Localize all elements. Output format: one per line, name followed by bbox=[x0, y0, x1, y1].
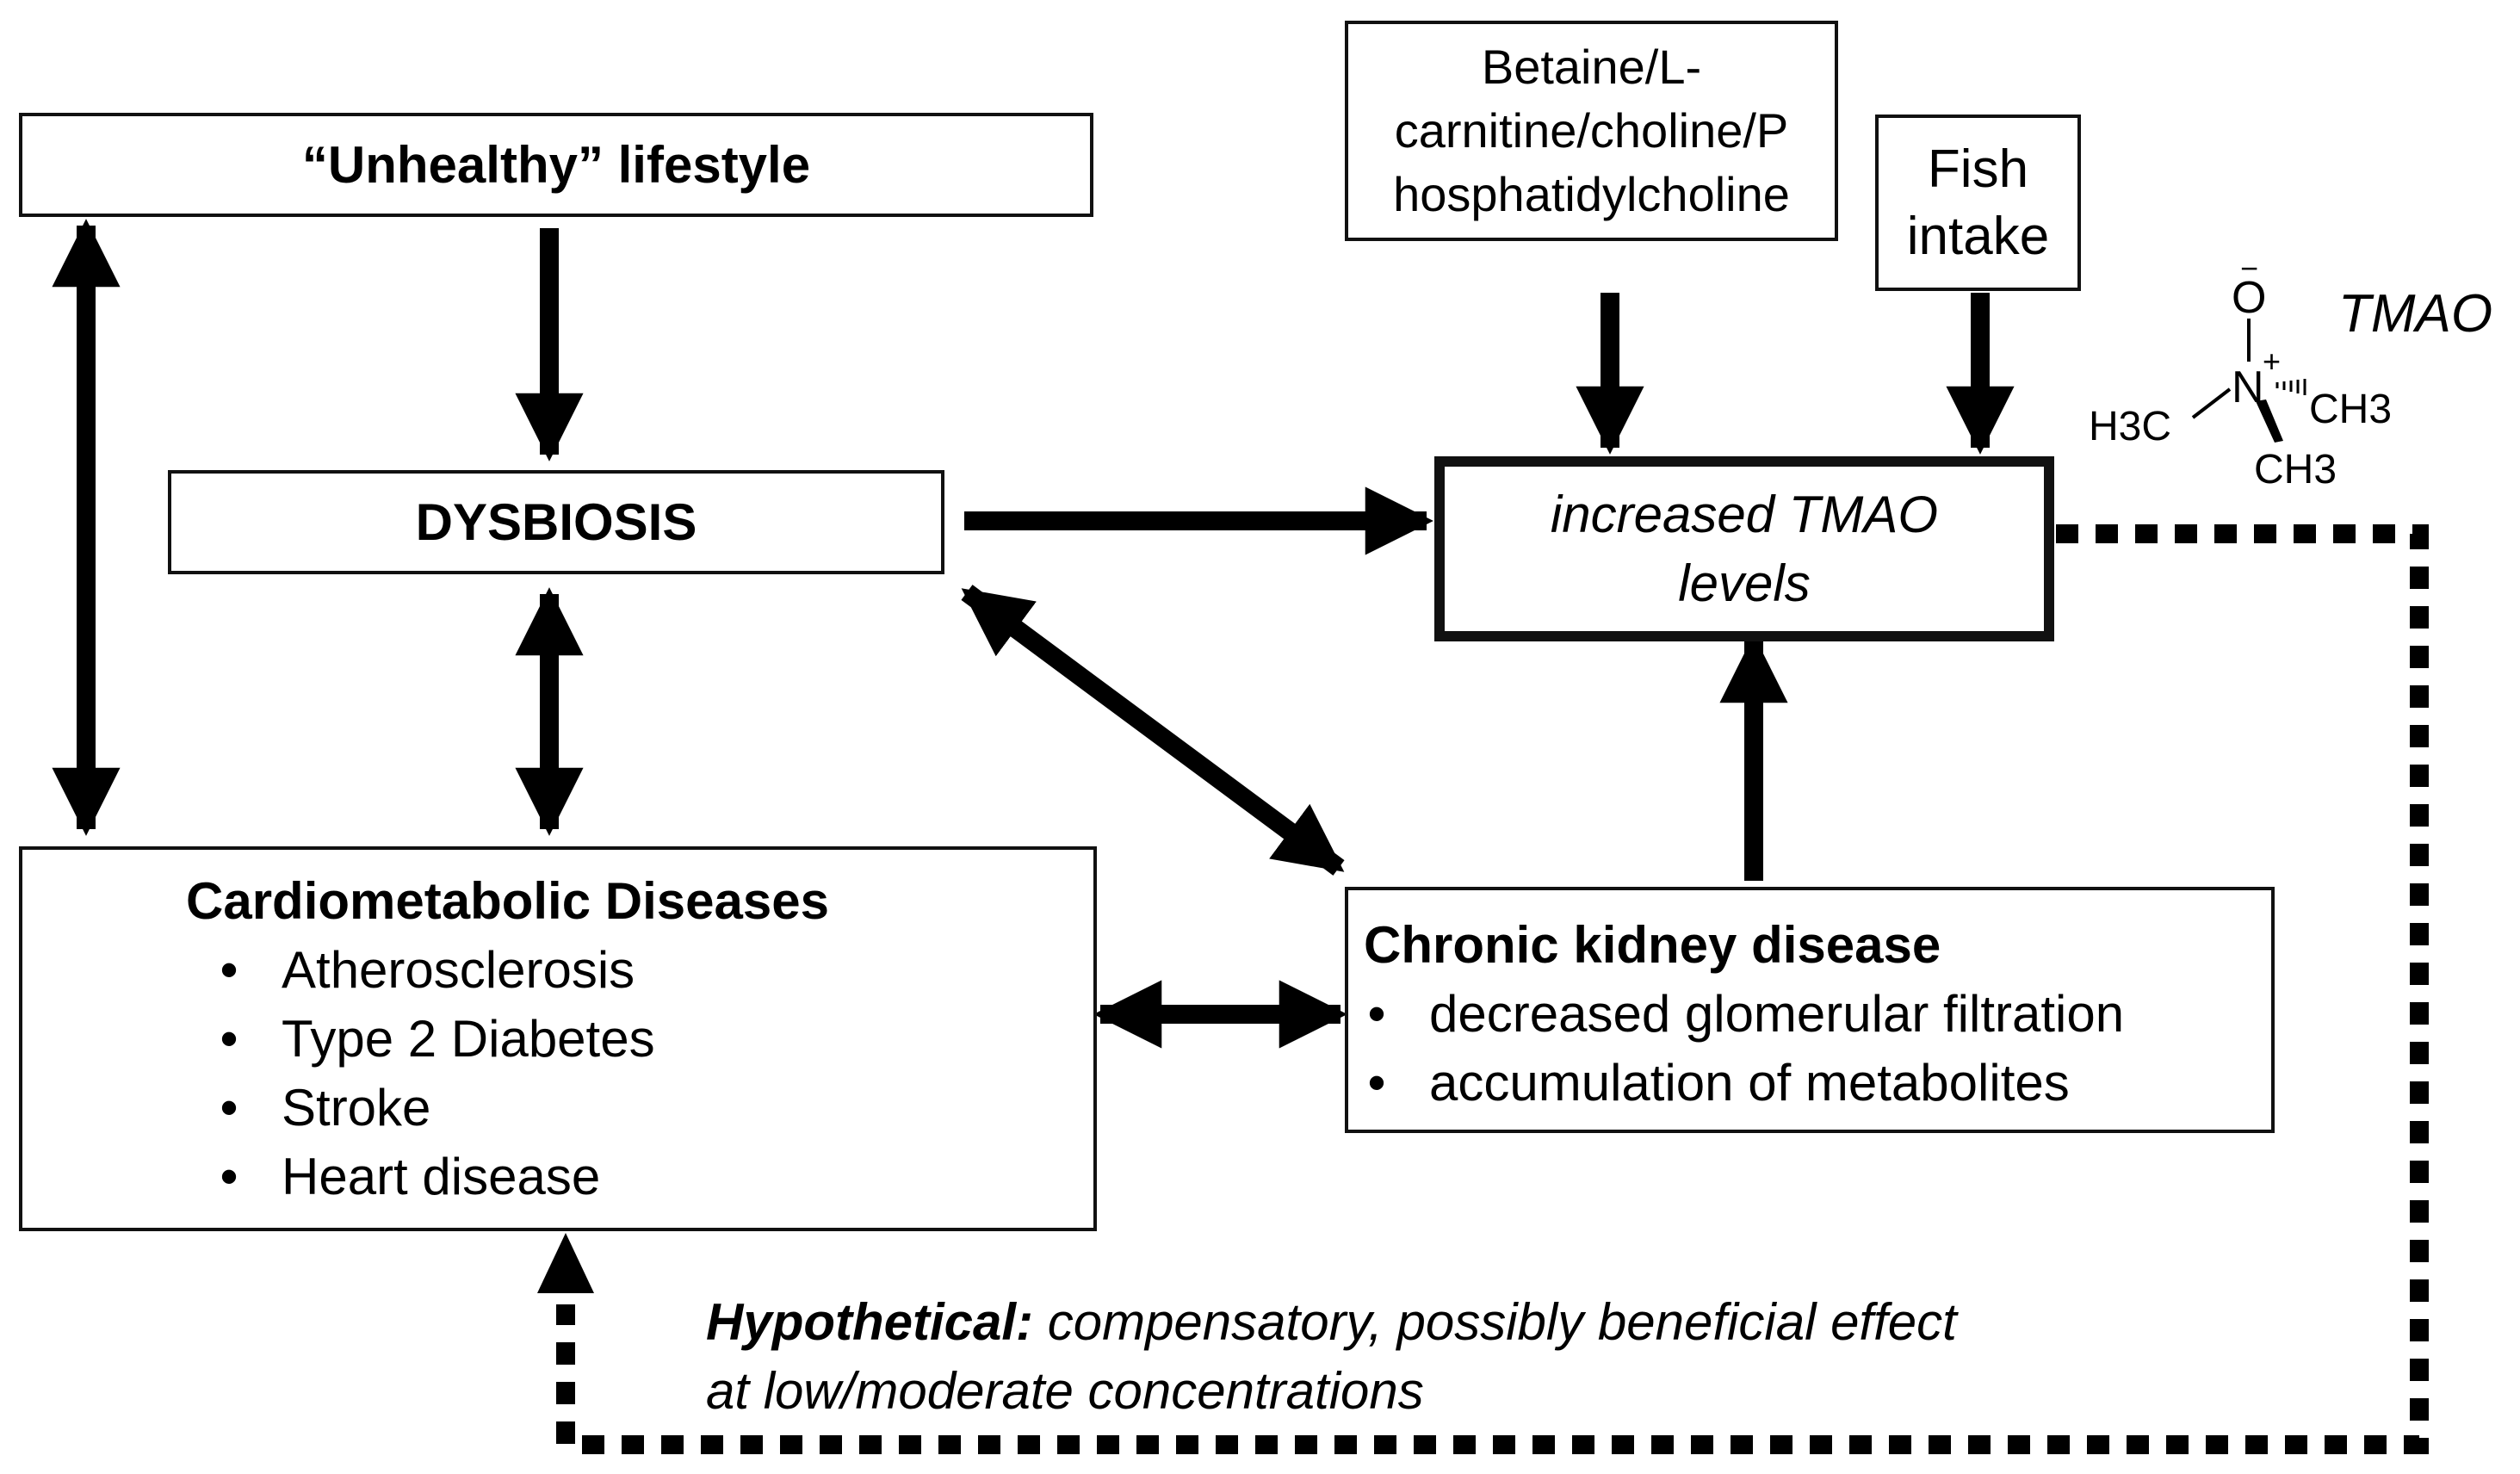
methyl-left: H3C bbox=[2089, 404, 2172, 449]
precursors-line-2: carnitine/choline/P bbox=[1394, 103, 1789, 158]
tmao-wedge-bond bbox=[2256, 399, 2283, 443]
tmao-molecule-label: TMAO bbox=[2338, 284, 2493, 344]
arrow-dysbiosis-ckd bbox=[961, 585, 1345, 876]
hypothetical-note: Hypothetical: compensatory, possibly ben… bbox=[706, 1288, 2256, 1426]
tmao-levels-line-1: increased TMAO bbox=[1550, 485, 1939, 543]
dashed-feedback-arrowhead bbox=[537, 1233, 594, 1293]
list-item: •accumulation of metabolites bbox=[1367, 1054, 2070, 1112]
list-item: •Atherosclerosis bbox=[220, 941, 635, 999]
tmao-molecule-bonds bbox=[2191, 319, 2251, 419]
dysbiosis-box: DYSBIOSIS bbox=[168, 470, 944, 574]
chronic-kidney-disease-box: Chronic kidney disease •decreased glomer… bbox=[1345, 887, 2275, 1133]
oxygen-atom: O bbox=[2232, 273, 2267, 323]
ckd-title: Chronic kidney disease bbox=[1364, 916, 1941, 974]
tmao-hashed-bond bbox=[2275, 379, 2306, 395]
tmao-molecule: TMAO O − N + H3C CH3 CH3 bbox=[2083, 251, 2514, 508]
ckd-list: •decreased glomerular filtration •accumu… bbox=[1364, 980, 2124, 1118]
list-item: •Type 2 Diabetes bbox=[220, 1010, 655, 1068]
unhealthy-lifestyle-box: “Unhealthy” lifestyle bbox=[19, 113, 1093, 217]
cardiometabolic-list: •Atherosclerosis •Type 2 Diabetes •Strok… bbox=[216, 936, 655, 1211]
fish-intake-box: Fish intake bbox=[1875, 115, 2081, 291]
tmao-levels-line-2: levels bbox=[1678, 554, 1811, 612]
cardiometabolic-title: Cardiometabolic Diseases bbox=[186, 872, 829, 930]
tmao-levels-box: increased TMAO levels bbox=[1434, 456, 2054, 641]
dashed-feedback-path bbox=[556, 524, 2429, 1454]
dysbiosis-label: DYSBIOSIS bbox=[415, 492, 697, 551]
nitrogen-charge: + bbox=[2263, 344, 2282, 379]
cardiometabolic-diseases-box: Cardiometabolic Diseases •Atherosclerosi… bbox=[19, 846, 1097, 1231]
precursors-line-1: Betaine/L- bbox=[1481, 40, 1702, 94]
hypothetical-text-line-2: at low/moderate concentrations bbox=[706, 1362, 1424, 1420]
list-item: •Stroke bbox=[220, 1079, 431, 1136]
hypothetical-text: compensatory, possibly beneficial effect bbox=[1033, 1293, 1957, 1351]
precursors-line-3: hosphatidylcholine bbox=[1393, 167, 1790, 221]
fish-intake-line-1: Fish bbox=[1927, 139, 2029, 199]
nitrogen-atom: N bbox=[2232, 362, 2264, 412]
methyl-bottom: CH3 bbox=[2254, 447, 2337, 492]
list-item: •Heart disease bbox=[220, 1148, 601, 1205]
methyl-right: CH3 bbox=[2309, 387, 2393, 432]
precursors-box: Betaine/L- carnitine/choline/P hosphatid… bbox=[1345, 21, 1838, 241]
fish-intake-line-2: intake bbox=[1906, 206, 2050, 266]
oxygen-charge: − bbox=[2240, 251, 2259, 286]
hypothetical-label: Hypothetical: bbox=[706, 1293, 1034, 1351]
unhealthy-lifestyle-label: “Unhealthy” lifestyle bbox=[301, 135, 811, 194]
list-item: •decreased glomerular filtration bbox=[1367, 985, 2125, 1043]
